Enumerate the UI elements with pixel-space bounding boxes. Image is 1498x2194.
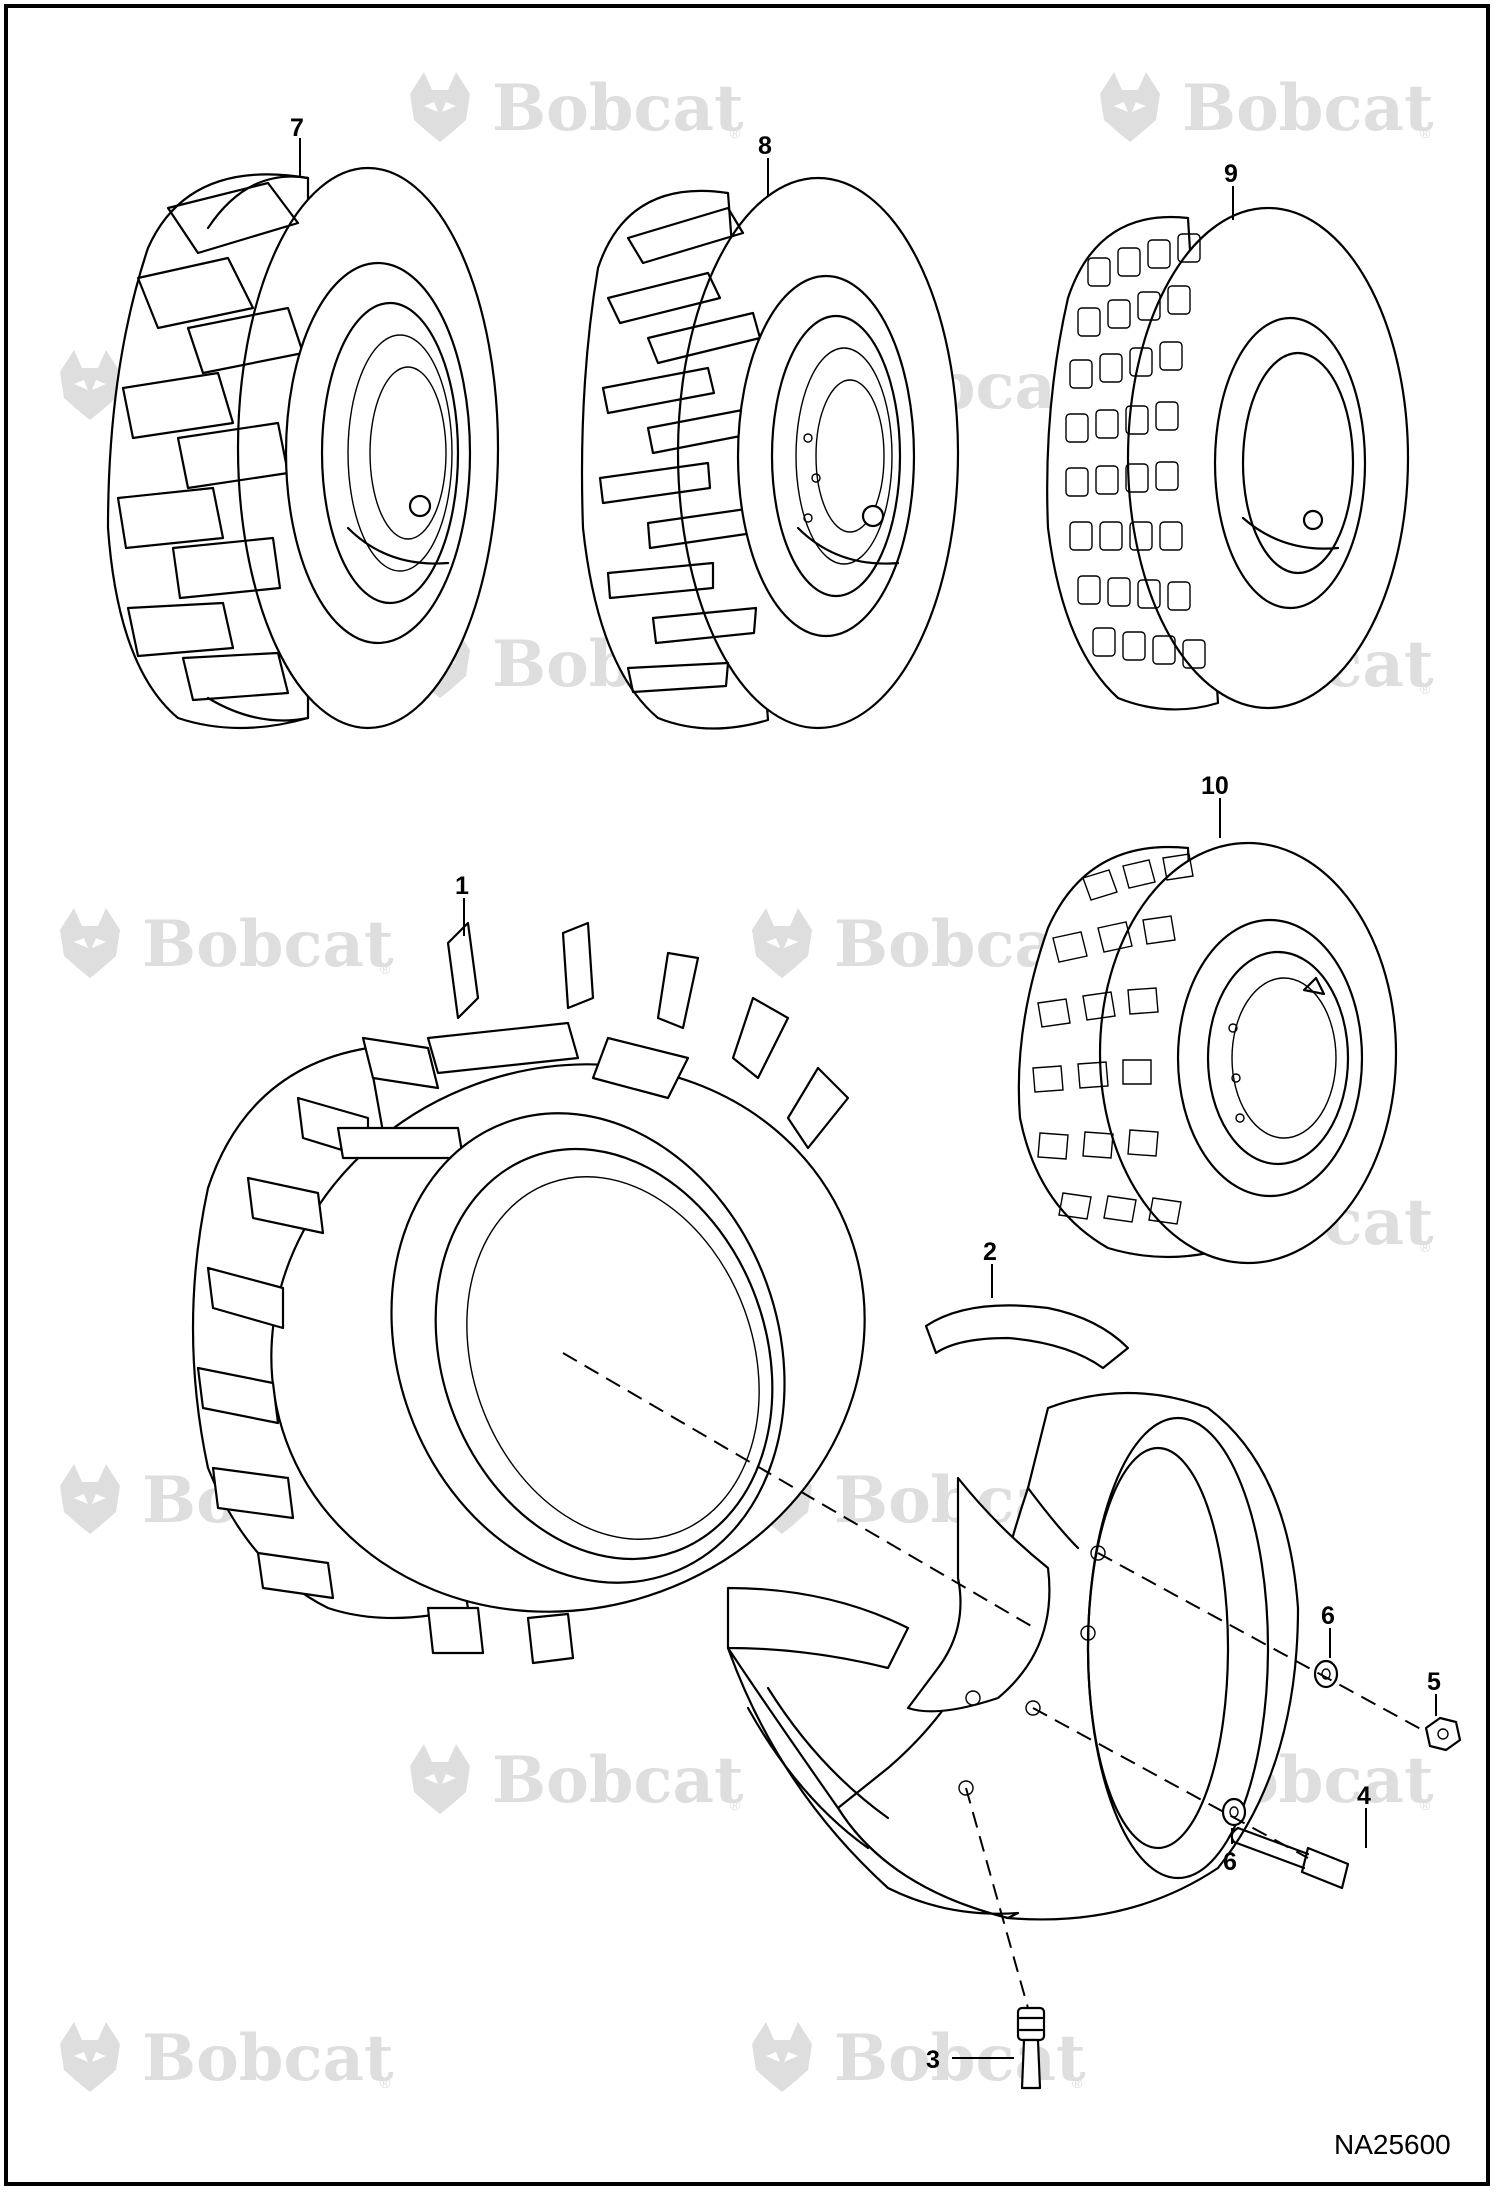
tire-1-lugs xyxy=(196,921,850,1665)
watermark-mark: ® xyxy=(730,1797,741,1813)
tire-8 xyxy=(580,176,960,730)
bobcat-logo-icon xyxy=(60,908,120,978)
callouts: 7 8 9 10 1 2 3 4 5 6 6 xyxy=(290,114,1441,2074)
bobcat-logo-icon xyxy=(60,350,120,420)
tire-10-tread xyxy=(1032,853,1194,1225)
washer-6-upper xyxy=(1313,1659,1339,1689)
valve-stem-icon xyxy=(408,494,432,518)
watermark-tile: Bobcat ® xyxy=(410,1743,744,1818)
watermark-mark: ® xyxy=(380,961,391,977)
bolt-4 xyxy=(1230,1826,1350,1890)
callout-9: 9 xyxy=(1224,160,1238,188)
washer-6-lower xyxy=(1221,1797,1247,1827)
watermark-tile: Bobcat ® xyxy=(410,71,744,146)
wheel-rim-2 xyxy=(726,1304,1300,1921)
watermark-text: Bobcat xyxy=(1182,71,1434,146)
bobcat-logo-icon xyxy=(752,908,812,978)
callout-7: 7 xyxy=(290,114,304,142)
valve-stem-icon xyxy=(1302,509,1324,531)
tire-9 xyxy=(1046,206,1410,711)
callout-5: 5 xyxy=(1427,1668,1441,1696)
watermark-text: Bobcat xyxy=(142,907,394,982)
assembly-lines xyxy=(562,1352,1429,2009)
callout-6-lower: 6 xyxy=(1223,1848,1237,1876)
callout-2: 2 xyxy=(983,1238,997,1266)
bobcat-logo-icon xyxy=(410,72,470,142)
parts-diagram-frame: Bobcat ® Bobcat ® Bobcat ® Bobcat ® Bobc… xyxy=(4,4,1490,2186)
watermark-mark: ® xyxy=(1420,1797,1431,1813)
watermark-text: Bobcat xyxy=(492,1743,744,1818)
watermark-text: Bobcat xyxy=(142,2021,394,2096)
bobcat-logo-icon xyxy=(410,1744,470,1814)
watermark-tile: Bobcat ® xyxy=(1100,71,1434,146)
watermark-mark: ® xyxy=(1420,681,1431,697)
valve-stem-icon xyxy=(1302,976,1326,996)
tire-1 xyxy=(191,921,866,1665)
tire-10 xyxy=(1017,841,1398,1265)
valve-stem-3 xyxy=(1016,2006,1046,2090)
callout-1: 1 xyxy=(455,872,469,900)
bobcat-logo-icon xyxy=(1100,72,1160,142)
callout-3: 3 xyxy=(926,2046,940,2074)
callout-6-upper: 6 xyxy=(1321,1602,1335,1630)
watermark-mark: ® xyxy=(1420,125,1431,141)
watermark-tile: Bobcat ® xyxy=(60,907,394,982)
watermark-mark: ® xyxy=(380,2075,391,2091)
bobcat-logo-icon xyxy=(60,2022,120,2092)
tire-7-tread xyxy=(116,181,305,702)
tire-9-tread xyxy=(1065,233,1206,669)
callout-4: 4 xyxy=(1357,1782,1371,1810)
callout-10: 10 xyxy=(1201,772,1229,800)
drawing-number: NA25600 xyxy=(1334,2129,1451,2160)
watermark-tile: Bobcat ® xyxy=(60,2021,394,2096)
bobcat-logo-icon xyxy=(752,2022,812,2092)
bobcat-logo-icon xyxy=(60,1464,120,1534)
watermark-text: Bobcat xyxy=(492,71,744,146)
parts-diagram: Bobcat ® Bobcat ® Bobcat ® Bobcat ® Bobc… xyxy=(60,71,1462,2160)
tire-7 xyxy=(106,166,500,730)
nut-5 xyxy=(1424,1716,1462,1752)
watermark-mark: ® xyxy=(1420,1239,1431,1255)
watermark-mark: ® xyxy=(1072,2075,1083,2091)
callout-8: 8 xyxy=(758,132,772,160)
watermark-mark: ® xyxy=(730,125,741,141)
valve-stem-icon xyxy=(861,504,885,528)
